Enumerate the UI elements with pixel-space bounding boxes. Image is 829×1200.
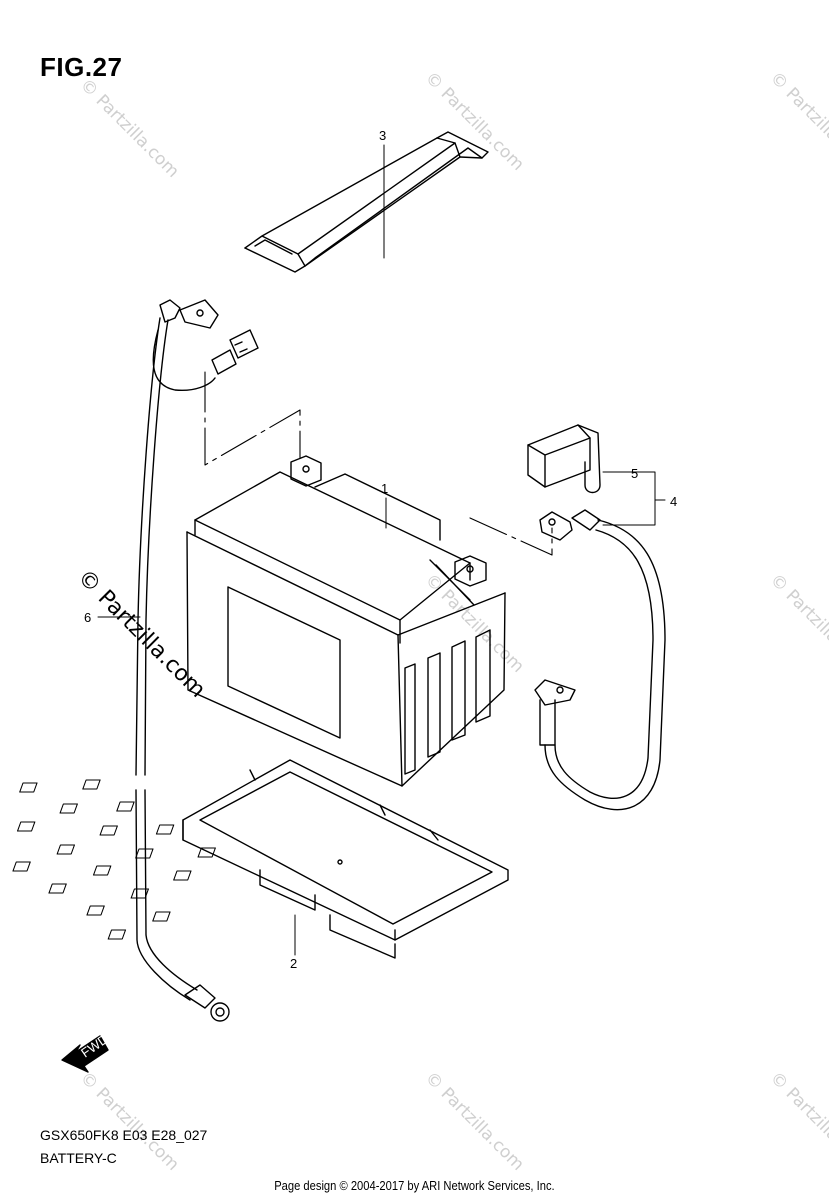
positive-terminal xyxy=(454,555,487,587)
callout-leaders xyxy=(97,144,666,956)
battery-strap[interactable] xyxy=(244,131,489,273)
callout-3: 3 xyxy=(379,128,386,143)
callout-1: 1 xyxy=(381,481,388,496)
fwd-arrow-icon: FWD xyxy=(61,1031,111,1073)
positive-battery-cable[interactable] xyxy=(534,509,666,811)
battery[interactable] xyxy=(186,455,506,787)
page-footer: Page design © 2004-2017 by ARI Network S… xyxy=(274,1178,555,1193)
terminal-cover[interactable] xyxy=(527,424,601,494)
connection-lines xyxy=(204,371,553,556)
negative-terminal xyxy=(290,455,322,487)
figure-title: FIG.27 xyxy=(40,52,123,82)
callout-4: 4 xyxy=(670,494,677,509)
callout-2: 2 xyxy=(290,956,297,971)
negative-lead-wire[interactable] xyxy=(135,299,259,1022)
model-code: GSX650FK8 E03 E28_027 xyxy=(40,1127,208,1143)
battery-tray[interactable] xyxy=(0,759,509,959)
battery-label-panel xyxy=(227,586,341,739)
callout-5: 5 xyxy=(631,466,638,481)
callout-6: 6 xyxy=(84,610,91,625)
group-name: BATTERY-C xyxy=(40,1150,117,1166)
